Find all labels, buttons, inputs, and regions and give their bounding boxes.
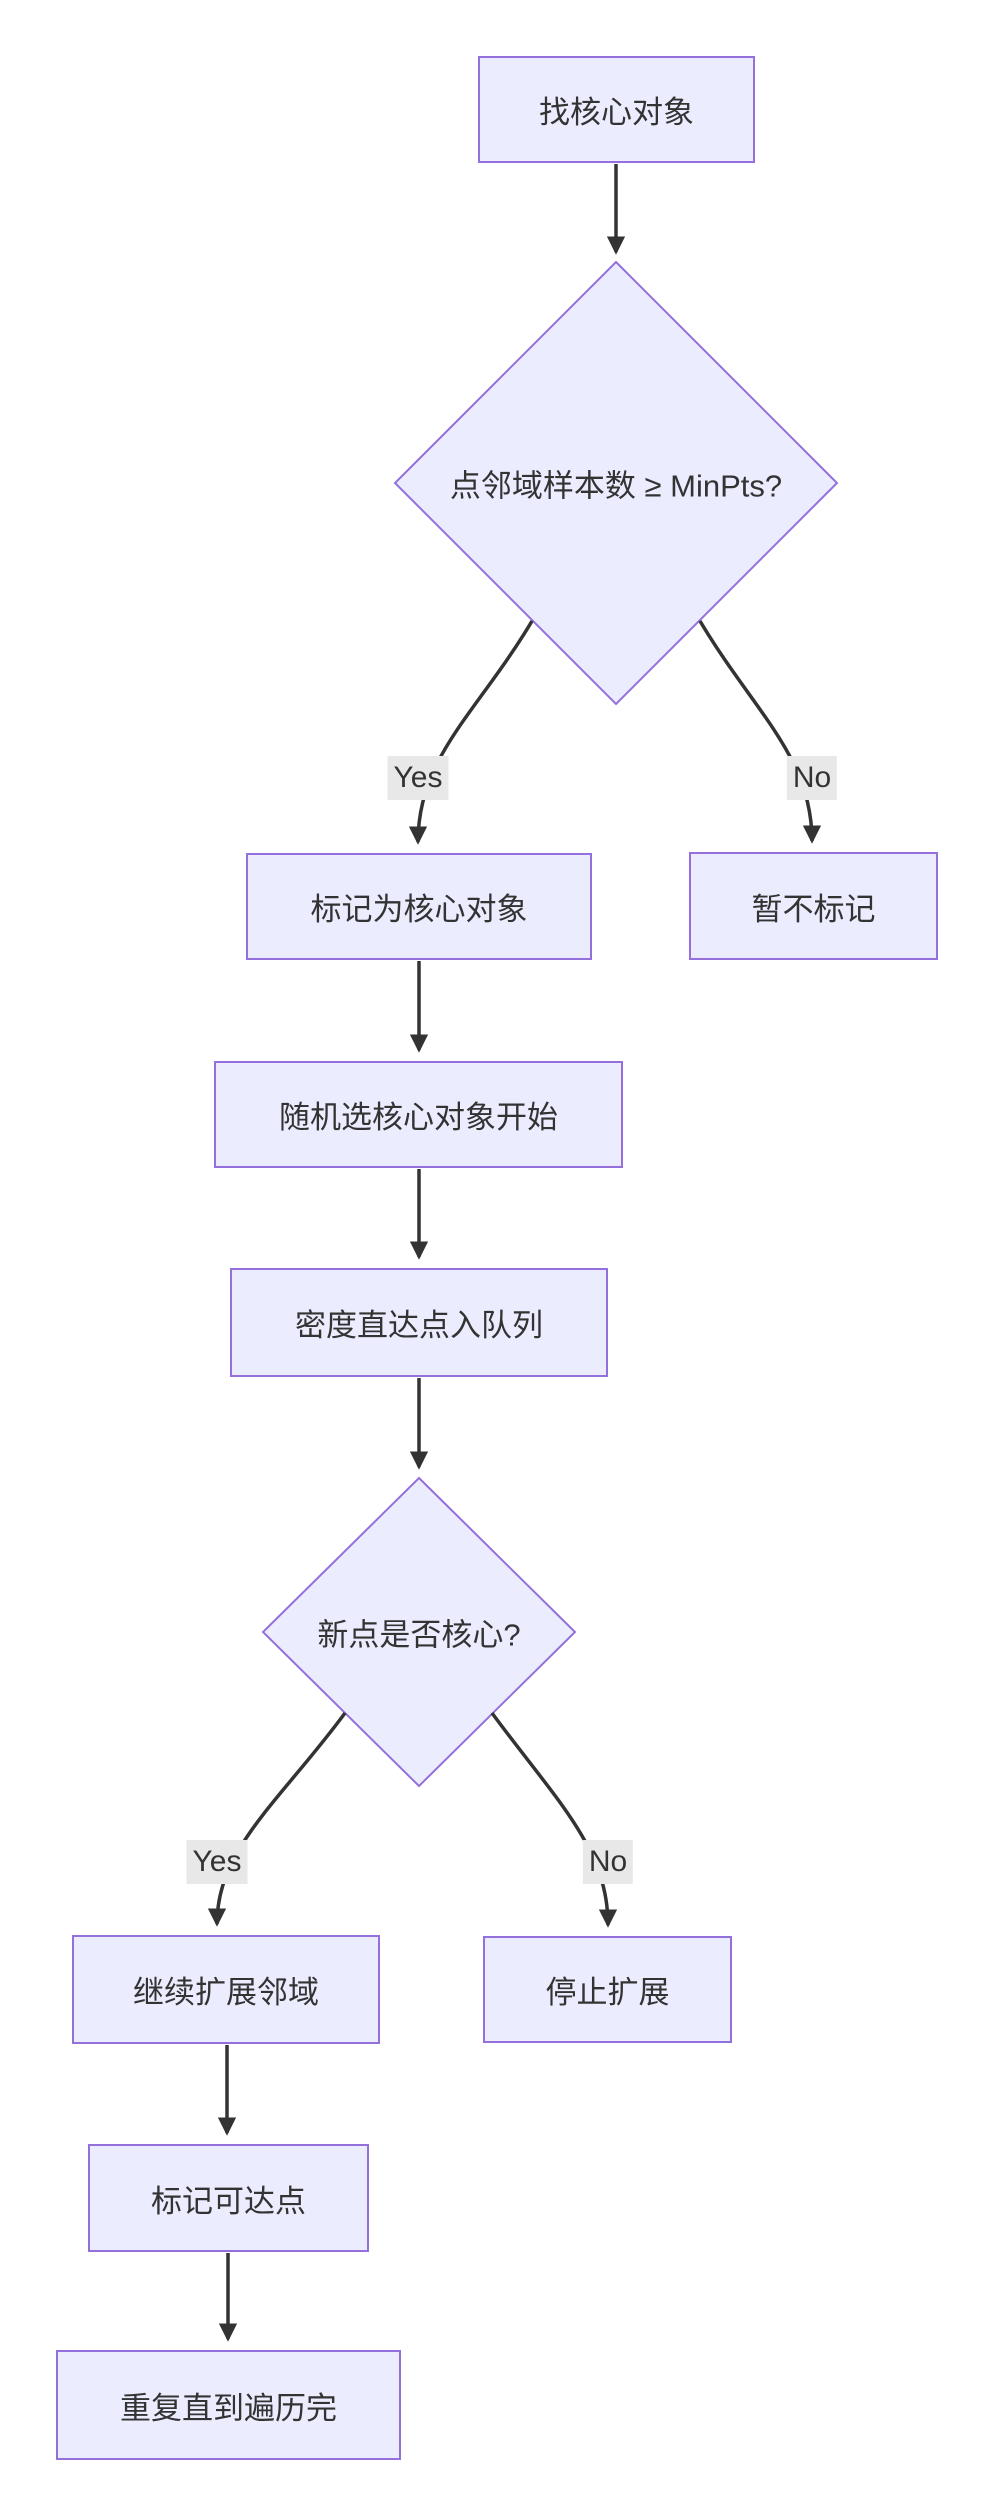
edge-label-yes-minpts: Yes (387, 756, 449, 800)
node-stop-expansion: 停止扩展 (483, 1936, 732, 2043)
edge-minpts-no (698, 620, 822, 844)
diamond-new-point-core-label: 新点是否核心? (317, 1617, 521, 1653)
node-do-not-mark-yet: 暂不标记 (689, 852, 938, 960)
node-continue-expand-neighborhood: 继续扩展邻域 (72, 1935, 380, 2044)
diamond-minpts-shape (393, 260, 839, 706)
diamond-minpts-label: 点邻域样本数 ≥ MinPts? (449, 468, 783, 504)
edge-newcore-yes (207, 1711, 347, 1927)
diamond-new-point-core-shape (261, 1476, 577, 1788)
edge-label-no-minpts: No (786, 756, 838, 800)
edge-label-yes-newcore: Yes (186, 1840, 248, 1884)
edge-label-no-newcore: No (582, 1840, 634, 1884)
node-random-pick-core-start: 随机选核心对象开始 (214, 1061, 623, 1168)
node-mark-reachable-points: 标记可达点 (88, 2144, 369, 2252)
node-mark-as-core-object: 标记为核心对象 (246, 853, 592, 960)
node-density-direct-points-enqueue: 密度直达点入队列 (230, 1268, 608, 1377)
node-repeat-until-traversed: 重复直到遍历完 (56, 2350, 401, 2460)
node-find-core-objects: 找核心对象 (478, 56, 755, 163)
edge-newcore-no (490, 1711, 618, 1928)
edge-minpts-yes (408, 620, 534, 845)
